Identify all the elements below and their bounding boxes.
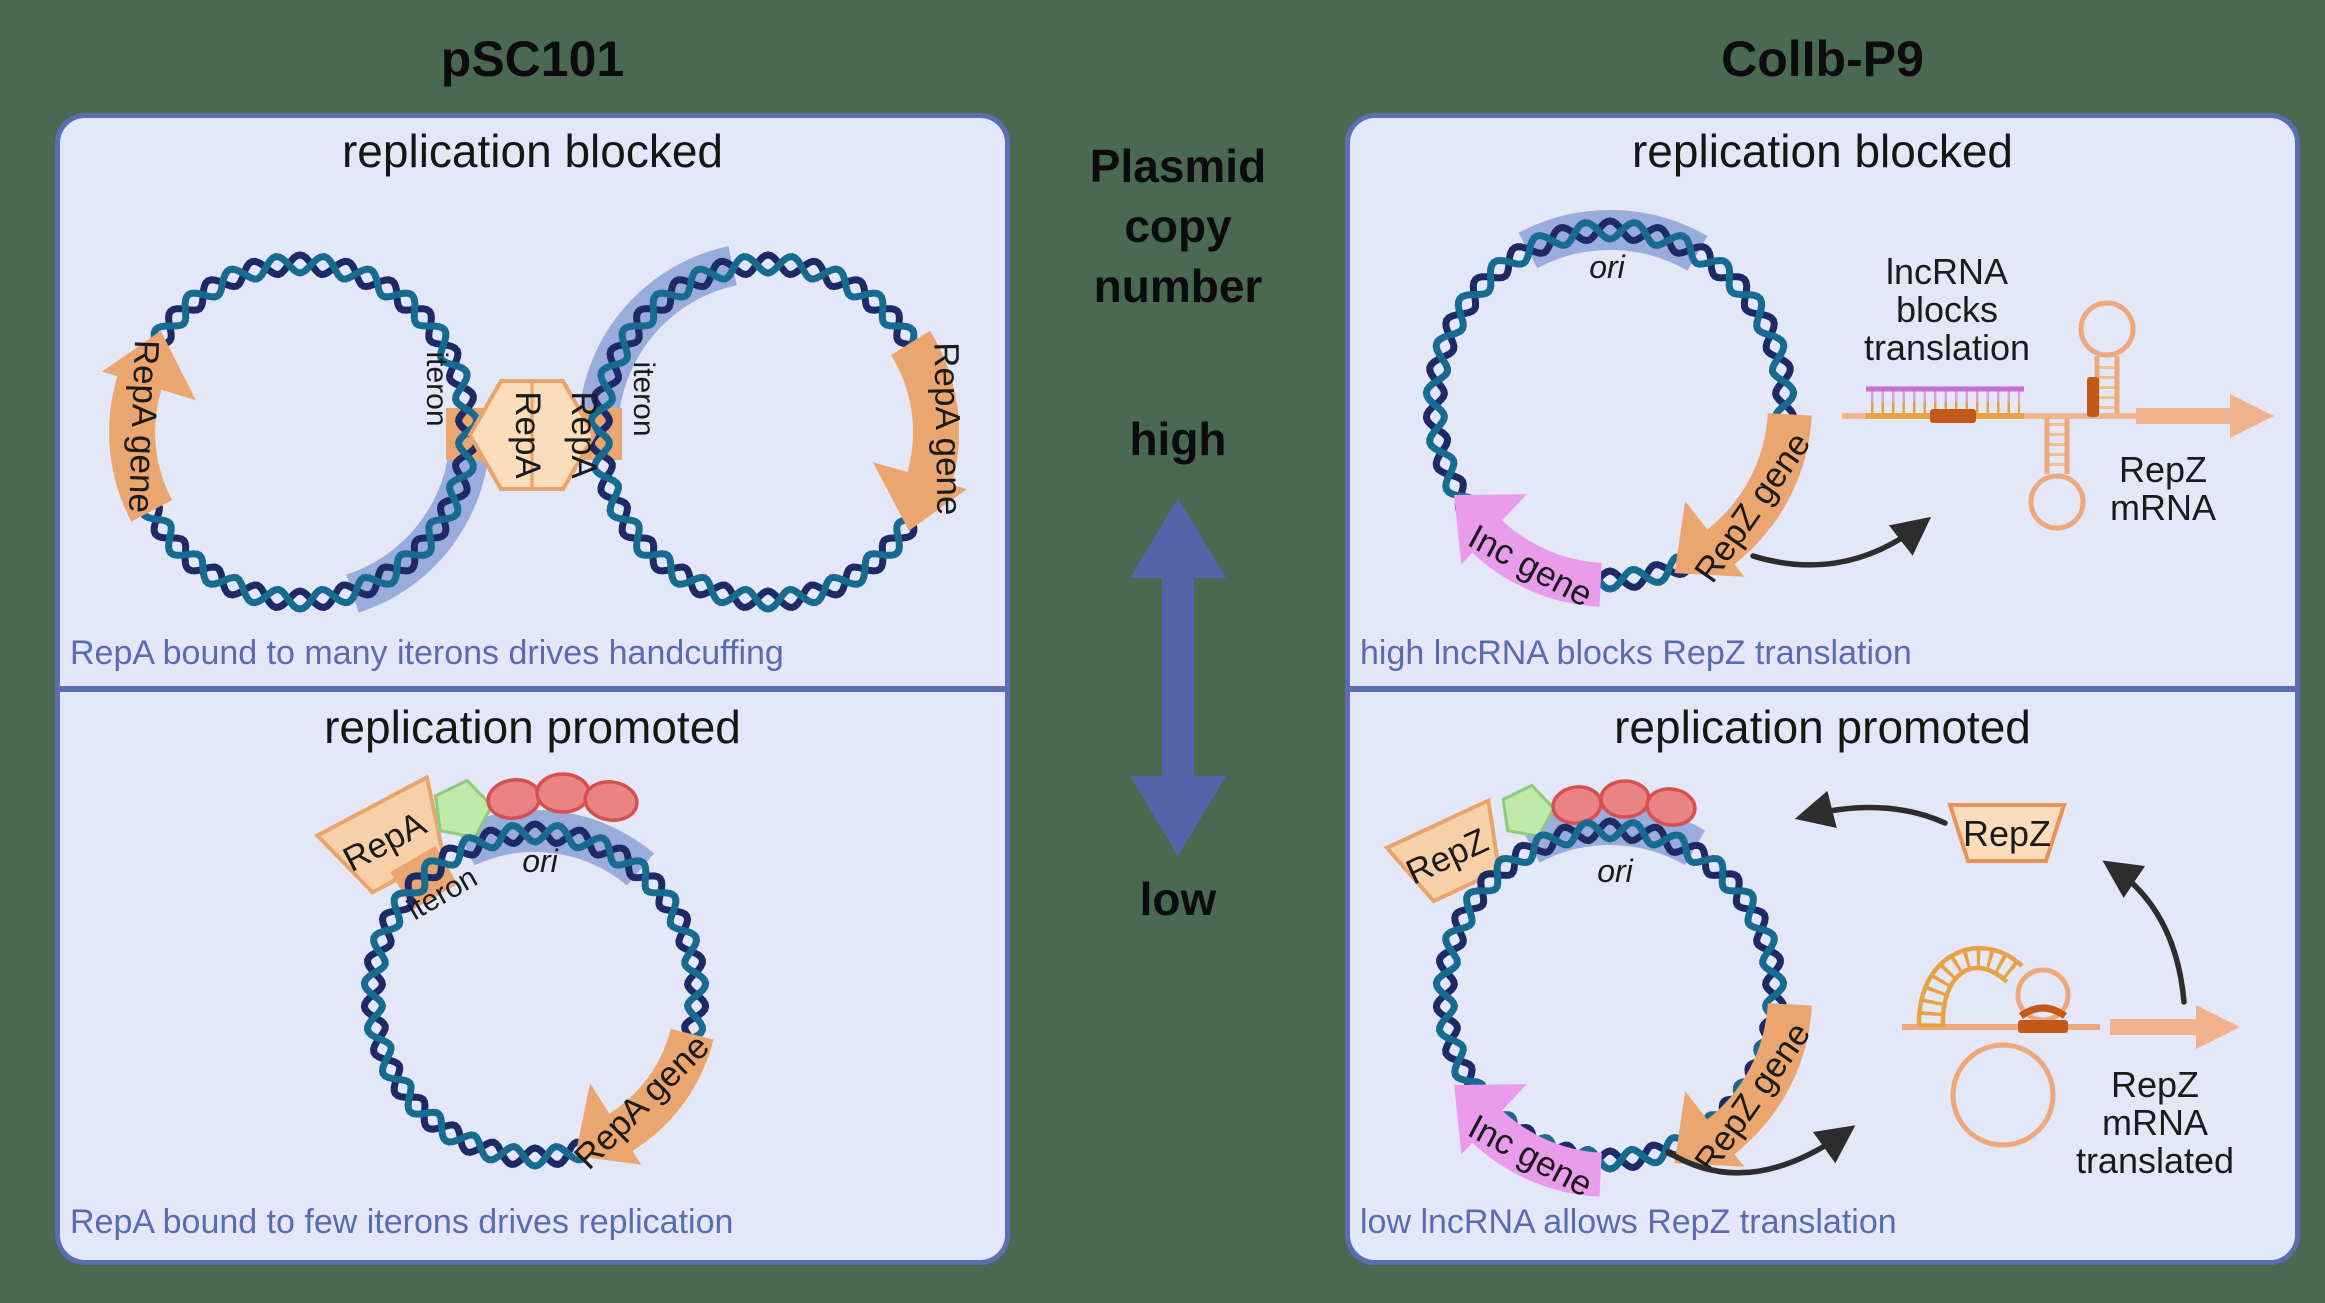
axis-label-line: Plasmid bbox=[1089, 140, 1267, 192]
colib-blocked-caption: high lncRNA blocks RepZ translation bbox=[1360, 634, 1912, 672]
colib-panel-divider bbox=[1345, 686, 2300, 692]
axis-label-line: copy bbox=[1124, 200, 1232, 252]
left-column-title: pSC101 bbox=[440, 31, 625, 87]
copy-number-axis-label: Plasmid copy number bbox=[1028, 136, 1328, 316]
right-column-title: ColIb-P9 bbox=[1721, 31, 1924, 87]
psc101-blocked-heading: replication blocked bbox=[341, 125, 723, 177]
psc101-promoted-heading: replication promoted bbox=[324, 701, 741, 753]
colib-promoted-heading: replication promoted bbox=[1614, 701, 2031, 753]
colib-blocked-heading: replication blocked bbox=[1631, 125, 2013, 177]
axis-high-label: high bbox=[1129, 413, 1227, 465]
psc101-blocked-caption: RepA bound to many iterons drives handcu… bbox=[70, 634, 784, 672]
psc101-promoted-caption: RepA bound to few iterons drives replica… bbox=[70, 1203, 734, 1241]
copy-number-double-arrow bbox=[1130, 498, 1226, 856]
colib-promoted-caption: low lncRNA allows RepZ translation bbox=[1360, 1203, 1897, 1241]
axis-low-label: low bbox=[1139, 873, 1217, 925]
psc101-panel-divider bbox=[55, 686, 1010, 692]
axis-label-line: number bbox=[1093, 260, 1263, 312]
